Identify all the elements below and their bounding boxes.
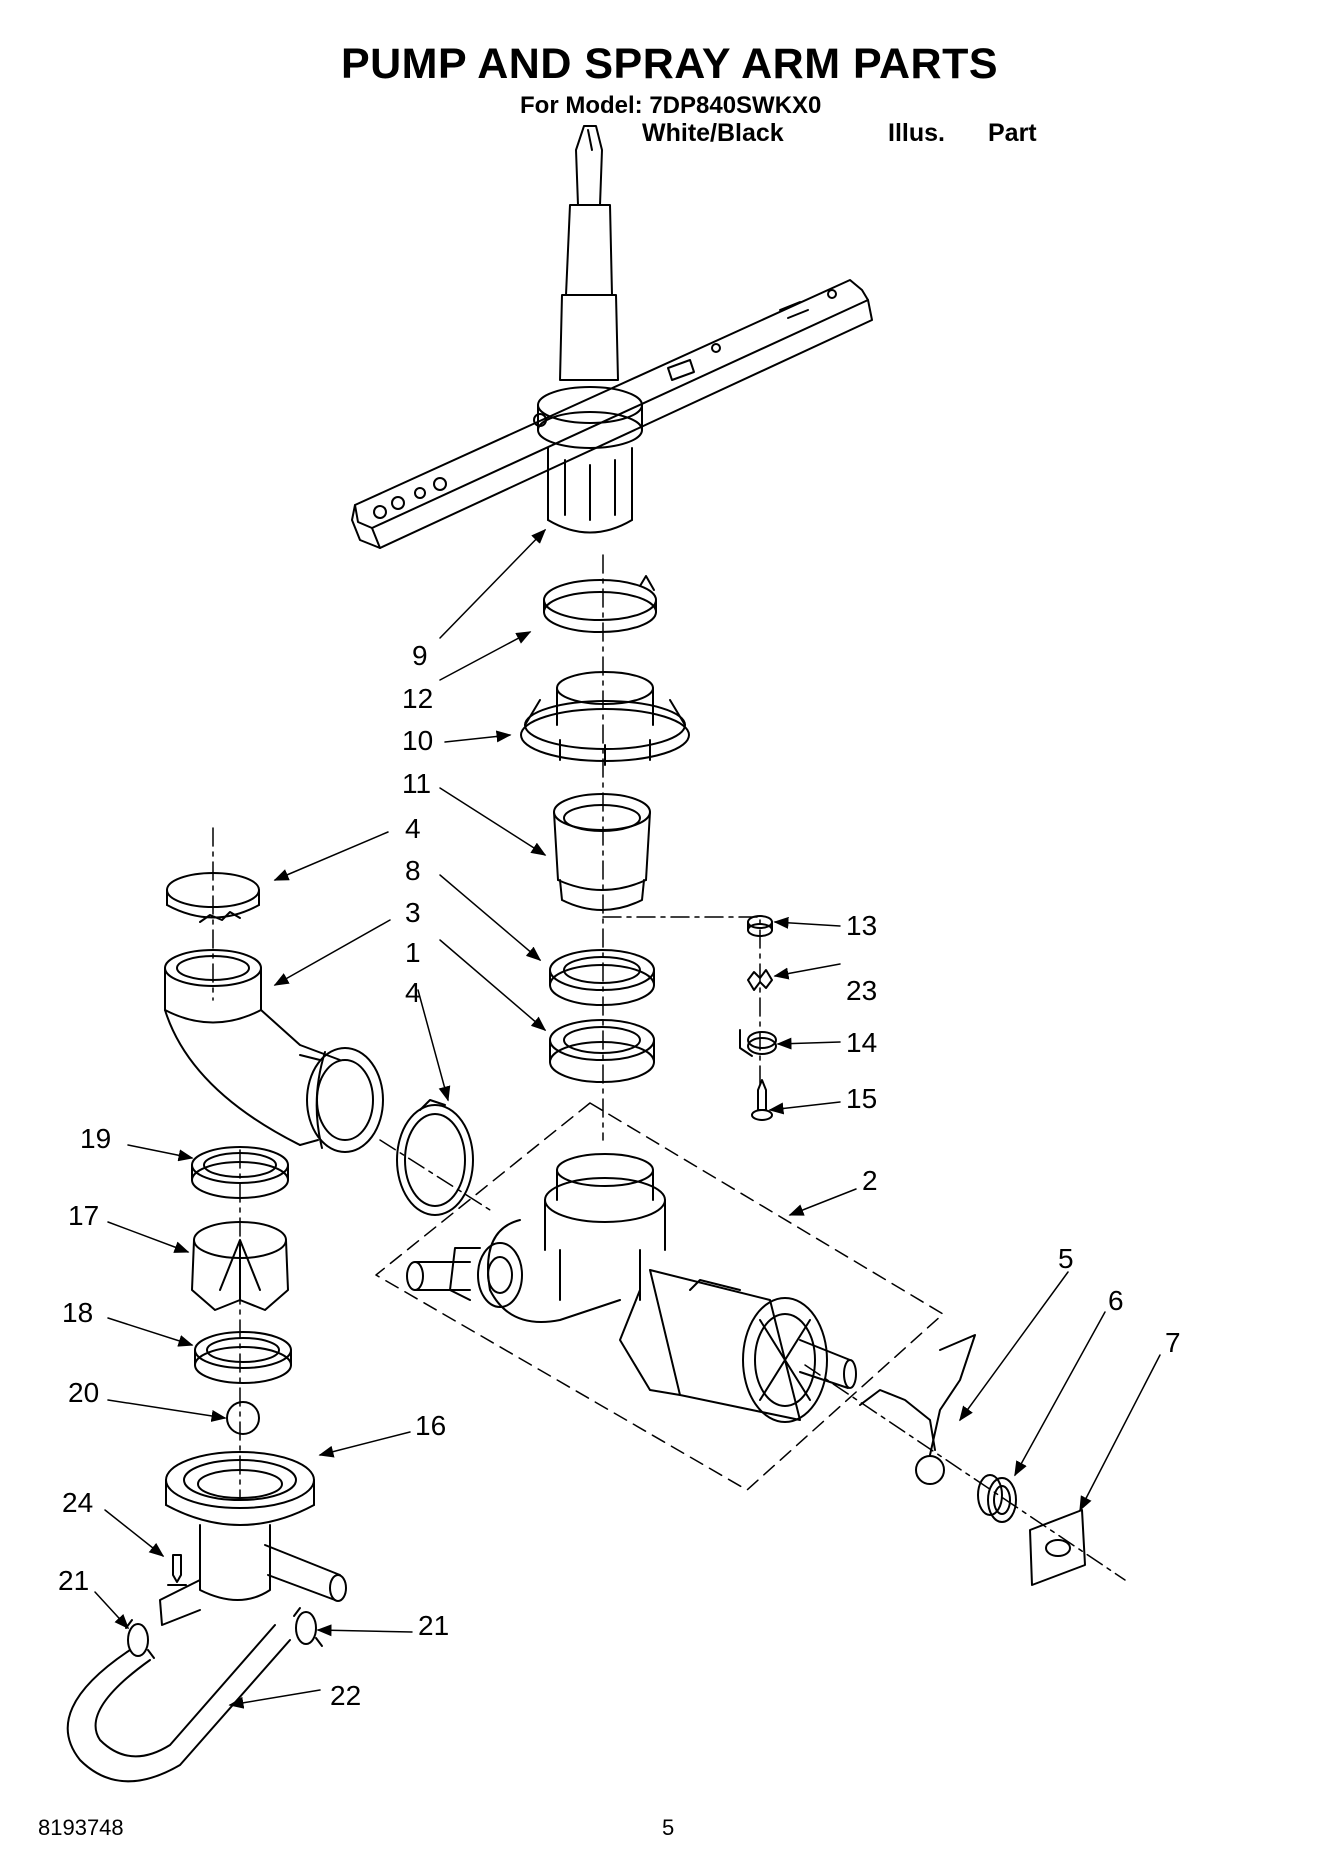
callout-4-upper: 4 bbox=[405, 813, 421, 844]
part-12-ring bbox=[543, 575, 657, 633]
part-3-elbow bbox=[164, 949, 384, 1153]
callout-13: 13 bbox=[846, 910, 877, 941]
part-13-nut bbox=[747, 915, 773, 937]
callout-10: 10 bbox=[402, 725, 433, 756]
part-20-ball bbox=[226, 1401, 260, 1435]
callout-1: 1 bbox=[405, 937, 421, 968]
part-8-seal bbox=[549, 949, 655, 1006]
part-6-bushing bbox=[977, 1474, 1017, 1523]
callout-9: 9 bbox=[412, 640, 428, 671]
part-14-bracket bbox=[739, 1029, 777, 1057]
part-16-housing bbox=[159, 1451, 347, 1626]
part-11-sleeve bbox=[553, 793, 651, 911]
part-7-plate bbox=[1029, 1509, 1086, 1586]
callout-21-right: 21 bbox=[418, 1610, 449, 1641]
callout-labels: 9 12 10 11 4 8 3 1 4 19 17 18 20 16 24 2… bbox=[58, 640, 1181, 1711]
callout-2: 2 bbox=[862, 1165, 878, 1196]
part-21-clamp-right bbox=[293, 1607, 323, 1647]
part-15-screw bbox=[751, 1079, 773, 1121]
callout-16: 16 bbox=[415, 1410, 446, 1441]
illus-column-header: Illus. bbox=[888, 119, 945, 147]
callout-23: 23 bbox=[846, 975, 877, 1006]
callout-3: 3 bbox=[405, 897, 421, 928]
pump-motor-assembly bbox=[375, 1102, 944, 1491]
callout-17: 17 bbox=[68, 1200, 99, 1231]
callout-21-left: 21 bbox=[58, 1565, 89, 1596]
callout-8: 8 bbox=[405, 855, 421, 886]
leader-lines bbox=[94, 528, 1161, 1709]
part-22-hose bbox=[66, 1624, 291, 1783]
part-1-gasket bbox=[549, 1019, 655, 1083]
callout-12: 12 bbox=[402, 683, 433, 714]
callout-20: 20 bbox=[68, 1377, 99, 1408]
callout-15: 15 bbox=[846, 1083, 877, 1114]
part-4-clamp-lower bbox=[396, 1099, 474, 1216]
model-subtitle: For Model: 7DP840SWKX0 bbox=[520, 92, 822, 119]
part-18-seal bbox=[194, 1331, 292, 1384]
callout-4-lower: 4 bbox=[405, 977, 421, 1008]
callout-5: 5 bbox=[1058, 1243, 1074, 1274]
callout-7: 7 bbox=[1165, 1327, 1181, 1358]
callout-24: 24 bbox=[62, 1487, 93, 1518]
part-24-screw bbox=[167, 1554, 187, 1586]
spray-arm-assembly bbox=[351, 125, 873, 549]
part-5-spring-clip bbox=[859, 1334, 976, 1485]
document-number: 8193748 bbox=[38, 1815, 124, 1840]
callout-19: 19 bbox=[80, 1123, 111, 1154]
callout-18: 18 bbox=[62, 1297, 93, 1328]
part-23-washer bbox=[747, 969, 773, 991]
page-title: PUMP AND SPRAY ARM PARTS bbox=[340, 40, 999, 88]
callout-22: 22 bbox=[330, 1680, 361, 1711]
part-column-header: Part bbox=[988, 119, 1037, 147]
part-21-clamp-left bbox=[125, 1619, 155, 1659]
callout-11: 11 bbox=[402, 768, 431, 799]
part-10-housing bbox=[520, 671, 690, 766]
color-column-header: White/Black bbox=[642, 119, 784, 147]
page-number: 5 bbox=[662, 1815, 675, 1840]
callout-6: 6 bbox=[1108, 1285, 1124, 1316]
callout-14: 14 bbox=[846, 1027, 877, 1058]
